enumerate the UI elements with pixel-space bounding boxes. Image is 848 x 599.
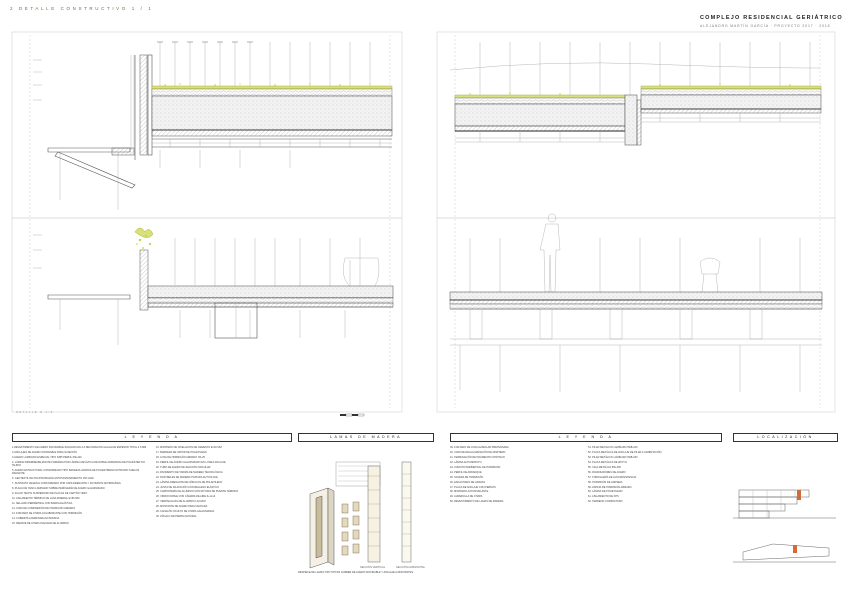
legend-item: 15. REMATE DE CHAPA PLEGADA DE ALUMINIO [12,521,69,525]
legend-item: 11. SELLADO PERIMETRAL CON BANDA ELÁSTIC… [12,502,73,506]
legend-list-2: 16. MORTERO DE NIVELACIÓN DE CEMENTO E=4… [156,446,294,518]
legend-item: 22. RASTRELES DE MADERA TRATADA AUTOCLAV… [156,475,218,479]
legend-item: 55. VIGA METÁLICA IPE-300 [588,465,621,469]
legend-left-header: L E Y E N D A [12,433,292,442]
legend-item: 39. FORJADO DE LOSA ALVEOLAR PRETENSADA [450,446,509,449]
legend-column-2: 16. MORTERO DE NIVELACIÓN DE CEMENTO E=4… [156,446,294,596]
construction-detail-drawings [11,31,836,417]
legend-item: 48. MORTERO AUTONIVELANTE [450,490,489,494]
sheet-label: 2 DETALLE CONSTRUCTIVO 1 / 1 [10,6,154,11]
legend-item: 18. LOSA DE HORMIGÓN ARMADO HA-25 [156,455,205,459]
legend-item: 29. CANALÓN OCULTO DE CHAPA GALVANIZADA [156,510,215,514]
legend-item: 9. FALSO TECHO SUSPENDIDO DE PLACAS DE C… [12,492,88,496]
legend-item: 27. VIERTEAGUAS DE ALUMINIO LACADO [156,500,206,504]
detail-top-left [33,41,393,210]
detail-bottom-right [449,213,823,392]
legend-item: 19. PERFIL DE ACERO GALVANIZADO EN L PAR… [156,460,226,464]
chair-silhouette [699,257,721,293]
project-subtitle: ALEJANDRO MARTÍN GARCÍA · PROYECTO 2017 … [700,24,831,28]
legend-item: 41. TERMINACIÓN DE PAVIMENTO CONTINUO [450,455,505,459]
legend-item: 10. AISLAMIENTO TÉRMICO DE LANA MINERAL … [12,497,80,501]
legend-item: 14. CUBIERTA AJARDINADA EXTENSIVA [12,516,60,520]
left-detail-frame [11,31,403,413]
legend-item: 47. PLACA DE ANCLAJE CON PERNOS [450,485,496,489]
legend-item: 23. LÁMINA DRENANTE DE NÓDULOS DE POLIET… [156,480,223,484]
legend-item: 8. PLACA DE YESO LAMINADO SOBRE PERFILER… [12,487,105,491]
legend-list-1: 1.REVESTIMIENTO DE ACERO INOXIDABLE SOLD… [12,446,150,525]
legend-item: 26. VIDRIO DOBLE CON CÁMARA DE AIRE 6+12… [156,495,216,499]
legend-item: 58. HORMIGÓN DE LIMPIEZA [588,480,623,484]
legend-item: 61. AISLAMIENTO DE XPS [588,495,619,499]
legend-item: 2.ANCLAJES DE ACERO INOXIDABLE PARA SUJE… [12,450,77,454]
legend-item: 45. SOLERA DE HORMIGÓN [450,475,484,479]
legend-item: 54. PLACA METÁLICA DE APOYO [588,460,627,464]
legend-item: 20. TUBO DE ACERO DE SECCIÓN CIRCULAR [156,465,211,469]
legend-column-1: 1.REVESTIMIENTO DE ACERO INOXIDABLE SOLD… [12,446,150,596]
legend-right-header: L E Y E N D A [450,433,722,442]
legend-item: 24. JUNTA DE DILATACIÓN CON RELLENO ELÁS… [156,485,220,489]
human-figure-silhouette [539,213,561,293]
legend-item: 1.REVESTIMIENTO DE ACERO INOXIDABLE SOLD… [12,446,147,449]
legend-item: 50. REVESTIMIENTO DE LAMAS DE MADERA [450,500,504,504]
legend-item: 60. LÁMINA DE POLIETILENO [588,490,623,494]
wood-slats-detail-drawing: SECCIÓN VERTICAL SECCIÓN HORIZONTAL [309,461,426,569]
legend-item: 28. MONTANTE DE ACERO PARA FACHADA [156,505,208,509]
legend-item: 46. ENCACHADO DE GRAVAS [450,480,486,484]
legend-item: 44. PERFIL DE ARRANQUE [450,470,482,474]
legend-item: 3.ACERO LAMINADO ESPECIAL TIPO S355 PERF… [12,455,82,459]
legend-item: 4. LÁMINA IMPERMEABILIZANTE FORMADA POR … [12,460,145,468]
legend-item: 6. GEOTEXTIL DE POLIPROPILENO ANTIPUNZON… [12,477,94,481]
scale-bar [340,413,365,417]
legend-item: 51. PILAR METÁLICO LAMINADO HEB-160 [588,446,638,449]
legend-item: 57. TORNILLERÍA DE ALTA RESISTENCIA [588,475,637,479]
wood-slats-caption: DESPIECE DE LAMAS TIPO STICKS LUMBER DE … [298,571,413,574]
legend-item: 52. PLACA METÁLICA DE ANCLAJE DE PILAR A… [588,450,662,454]
legend-item: 42. LÁMINA ANTI-IMPACTO [450,460,482,464]
right-detail-frame [436,31,836,413]
legend-item: 49. ALBARDILLA DE CHAPA [450,495,483,499]
legend-item: 53. PILAR METÁLICO LAMINADO HEB-180 [588,455,638,459]
legend-item: 40. CAPA DE REGULARIZACIÓN DE MORTERO [450,450,506,454]
legend-item: 17. BARRERA DE VAPOR DE POLIETILENO [156,450,207,454]
wood-tag-horizontal: SECCIÓN HORIZONTAL [396,564,426,569]
project-title: COMPLEJO RESIDENCIAL GERIÁTRICO [700,15,843,21]
location-diagram [733,489,836,563]
legend-item: 25. CARPINTERÍA DE ALUMINIO CON ROTURA D… [156,490,239,494]
location-header: LOCALIZACIÓN [733,433,838,442]
legend-item: 5. ACERO ESTRUCTURAL CONFORMADO TIPO BAN… [12,469,140,476]
legend-item: 7. SUSTRATO VEGETAL CONFORMADO POR CAPA … [12,482,121,486]
legend-item: 30. ZÓCALO DE PIEDRA NATURAL [156,515,197,519]
legend-item: 62. TERRENO COMPACTADO [588,500,623,504]
legend-item: 59. ZAPATA DE HORMIGÓN ARMADO [588,485,632,489]
legend-item: 43. ZUNCHO PERIMETRAL DE HORMIGÓN [450,465,501,469]
scale-label: DETALLE E 1/5 [16,410,54,414]
legend-item: 13. FORJADO DE CHAPA COLABORANTE CON HOR… [12,511,82,515]
detail-top-right [449,42,822,146]
legend-item: 16. MORTERO DE NIVELACIÓN DE CEMENTO E=4… [156,446,222,449]
detail-bottom-left [33,227,394,345]
wood-tag-vertical: SECCIÓN VERTICAL [360,564,386,569]
legend-item: 56. RIGIDIZADORES DE ACERO [588,470,626,474]
legend-item: 21. PAVIMENTO DE TARIMA DE MADERA TECNOL… [156,470,223,474]
legend-item: 12. CAPA DE COMPRESIÓN DE HORMIGÓN ARMAD… [12,507,76,510]
wood-slats-header: LAMAS DE MADERA [298,433,434,442]
